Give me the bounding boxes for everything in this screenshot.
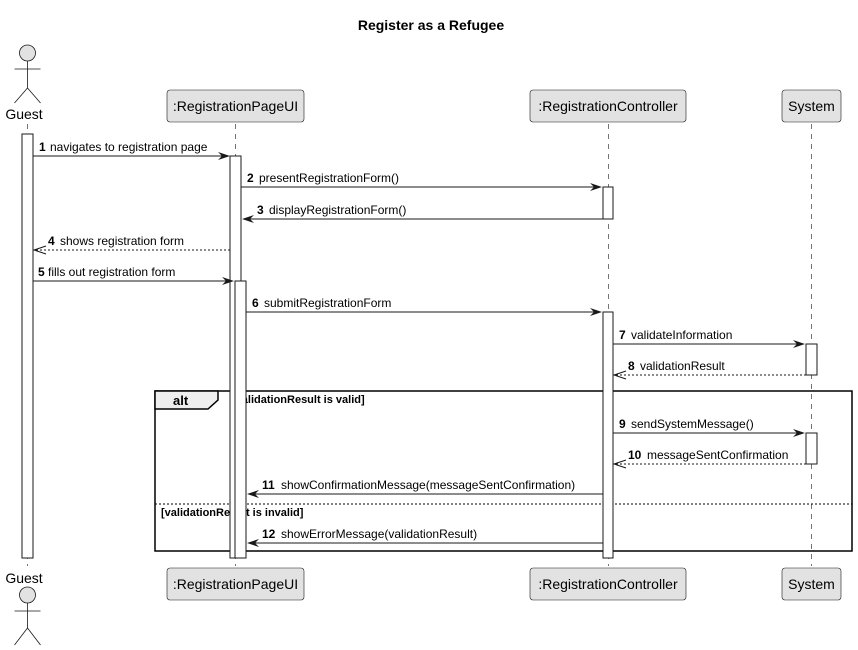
alt-fragment: alt [validationResult is valid] [validat… (154, 390, 853, 552)
arrowhead-icon (242, 215, 254, 223)
actor-icon (14, 44, 41, 104)
message-label: submitRegistrationForm (264, 296, 391, 310)
participant-label: :RegistrationPageUI (173, 98, 298, 114)
message-number: 8 (628, 359, 635, 373)
message-label: shows registration form (60, 234, 184, 248)
message-number: 7 (619, 328, 626, 342)
participant-label: :RegistrationController (538, 576, 678, 592)
arrowhead-icon (222, 277, 234, 285)
participant-label: System (788, 576, 835, 592)
participant-registration-controller-top: :RegistrationController (529, 89, 687, 123)
participant-system-bottom: System (781, 567, 842, 601)
activation-ui-2 (234, 280, 247, 559)
arrowhead-icon (247, 539, 259, 547)
message-number: 12 (262, 527, 276, 541)
participant-system-top: System (781, 89, 842, 123)
message-8: 8 validationResult (612, 359, 806, 380)
activation-system-2 (805, 432, 818, 465)
alt-frame-tab (154, 390, 219, 410)
open-arrowhead-icon (612, 370, 627, 380)
message-label: displayRegistrationForm() (269, 203, 406, 217)
activation-controller-1 (602, 186, 614, 220)
actor-label: Guest (5, 570, 42, 586)
message-10: 10 messageSentConfirmation (612, 448, 806, 469)
arrowhead-icon (590, 308, 602, 316)
arrowhead-icon (218, 152, 230, 160)
actor-icon (14, 586, 41, 646)
alt-keyword: alt (173, 393, 189, 408)
message-12: 12 showErrorMessage(validationResult) (247, 527, 603, 547)
message-label: messageSentConfirmation (647, 448, 788, 462)
message-number: 3 (257, 203, 264, 217)
arrowhead-icon (793, 429, 805, 437)
message-6: 6 submitRegistrationForm (246, 296, 602, 316)
message-label: validationResult (640, 359, 725, 373)
message-number: 2 (247, 171, 254, 185)
message-number: 1 (39, 140, 46, 154)
arrowhead-icon (247, 490, 259, 498)
arrowhead-icon (793, 340, 805, 348)
message-1: 1 navigates to registration page (33, 140, 230, 160)
message-5: 5 fills out registration form (33, 265, 234, 285)
actor-guest-top: Guest (5, 44, 43, 122)
message-label: sendSystemMessage() (631, 417, 754, 431)
message-number: 10 (628, 448, 642, 462)
message-11: 11 showConfirmationMessage(messageSentCo… (247, 478, 603, 498)
open-arrowhead-icon (612, 459, 627, 469)
message-label: showConfirmationMessage(messageSentConfi… (281, 478, 575, 492)
participant-label: System (788, 98, 835, 114)
message-label: presentRegistrationForm() (259, 171, 399, 185)
activation-guest (21, 133, 34, 559)
message-2: 2 presentRegistrationForm() (241, 171, 602, 191)
message-label: navigates to registration page (50, 140, 208, 154)
actor-guest-bottom: Guest (5, 570, 43, 646)
alt-guard-valid: [validationResult is valid] (232, 394, 365, 406)
message-label: fills out registration form (48, 265, 175, 279)
arrowhead-icon (590, 183, 602, 191)
message-number: 5 (38, 265, 45, 279)
alt-frame-border (154, 390, 853, 552)
diagram-title: Register as a Refugee (358, 17, 504, 33)
message-7: 7 validateInformation (613, 328, 805, 348)
actor-label: Guest (5, 106, 42, 122)
message-label: showErrorMessage(validationResult) (281, 527, 477, 541)
message-number: 11 (262, 478, 275, 492)
message-3: 3 displayRegistrationForm() (242, 203, 603, 223)
participant-registration-page-ui-bottom: :RegistrationPageUI (166, 567, 305, 601)
message-number: 4 (48, 234, 55, 248)
message-4: 4 shows registration form (32, 234, 230, 255)
participant-registration-controller-bottom: :RegistrationController (529, 567, 687, 601)
message-9: 9 sendSystemMessage() (613, 417, 805, 437)
message-label: validateInformation (631, 328, 732, 342)
message-number: 6 (252, 296, 259, 310)
activation-system-1 (805, 343, 818, 376)
open-arrowhead-icon (32, 245, 47, 255)
message-number: 9 (619, 417, 626, 431)
activation-controller-2 (602, 311, 614, 559)
participant-label: :RegistrationController (538, 98, 678, 114)
participant-label: :RegistrationPageUI (173, 576, 298, 592)
participant-registration-page-ui-top: :RegistrationPageUI (166, 89, 305, 123)
